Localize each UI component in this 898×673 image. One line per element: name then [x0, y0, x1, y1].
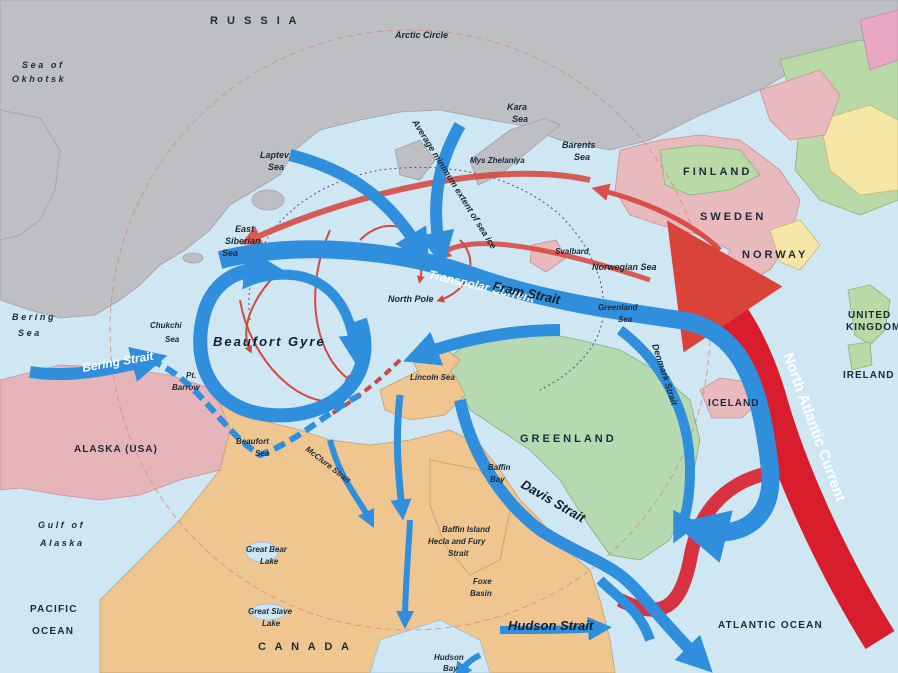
- label-norwegian-sea: Norwegian Sea: [592, 262, 657, 272]
- label-sweden: SWEDEN: [700, 211, 766, 223]
- finland-landmass: [659, 144, 761, 196]
- label-hudson-strait: Hudson Strait: [508, 618, 594, 633]
- label-iceland: ICELAND: [708, 398, 759, 409]
- beaufort-gyre-inner: [248, 269, 369, 365]
- label-arctic-circle: Arctic Circle: [394, 30, 448, 40]
- label-ireland: IRELAND: [843, 370, 894, 381]
- label-norway: NORWAY: [742, 249, 808, 261]
- label-kara-1: Kara: [507, 102, 527, 112]
- davis-strait-current: [454, 398, 713, 673]
- europe-pink-2: [859, 9, 898, 71]
- label-greenland-sea-1: Greenland: [598, 303, 639, 312]
- label-beaufort-gyre: Beaufort Gyre: [213, 334, 326, 349]
- cold-current-kara: [418, 122, 466, 268]
- label-kara-2: Sea: [512, 114, 528, 124]
- label-foxe-basin-1: Foxe: [473, 577, 492, 586]
- label-bering-sea-1: Bering: [12, 312, 56, 322]
- label-pt-barrow-1: Pt.: [186, 371, 196, 380]
- europe-pink: [759, 69, 841, 141]
- europe-yellow: [819, 104, 898, 196]
- label-barents-1: Barents: [562, 140, 596, 150]
- great-bear-lake: [245, 541, 279, 563]
- label-finland: FINLAND: [683, 166, 752, 178]
- label-baffin-island: Baffin Island: [442, 525, 491, 534]
- label-pacific-ocean-2: OCEAN: [32, 626, 74, 637]
- cold-current-archipelago-3: [396, 519, 415, 629]
- label-united-kingdom-2: KINGDOM: [846, 322, 898, 333]
- label-greenland-sea-2: Sea: [618, 315, 633, 324]
- cold-current-archipelago-1: [390, 394, 412, 521]
- label-east-siberian-2: Siberian: [225, 236, 261, 246]
- label-bering-sea-2: Sea: [18, 328, 42, 338]
- label-north-pole: North Pole: [388, 294, 434, 304]
- label-barents-2: Sea: [574, 152, 590, 162]
- new-siberian-islands: [251, 189, 285, 211]
- severnaya-zemlya: [394, 139, 436, 181]
- north-atlantic-current: [666, 220, 895, 650]
- label-atlantic-ocean: ATLANTIC OCEAN: [718, 620, 823, 631]
- label-svalbard: Svalbard: [555, 247, 590, 256]
- label-gulf-of-alaska-1: Gulf of: [38, 520, 85, 530]
- label-hecla-fury-2: Strait: [448, 549, 469, 558]
- label-chukchi-2: Sea: [165, 335, 180, 344]
- label-pt-barrow-2: Barrow: [172, 383, 200, 392]
- bering-strait-current: [29, 346, 168, 382]
- cold-current-lincoln: [403, 324, 561, 366]
- label-laptev-1: Laptev: [260, 150, 290, 160]
- label-great-bear-lake-1: Great Bear: [246, 545, 288, 554]
- label-sea-of-okhotsk-1: Sea of: [22, 60, 65, 70]
- label-hudson-bay-2: Bay: [443, 664, 458, 673]
- label-great-slave-lake-1: Great Slave: [248, 607, 293, 616]
- label-gulf-of-alaska-2: Alaska: [39, 538, 85, 548]
- label-beaufort-sea-1: Beaufort: [236, 437, 269, 446]
- label-mys-zhelaniya: Mys Zhelaniya: [470, 156, 525, 165]
- warm-current-arc-1: [240, 170, 591, 246]
- beaufort-gyre-current: [193, 247, 372, 423]
- kamchatka: [0, 109, 61, 241]
- transpolar-current: [217, 240, 780, 563]
- hudson-bay: [369, 619, 491, 673]
- label-east-siberian-3: Sea: [222, 248, 238, 258]
- label-hudson-bay-1: Hudson: [434, 653, 464, 662]
- hudson-bay-current: [455, 652, 482, 673]
- wrangel-island: [182, 252, 204, 264]
- label-laptev-2: Sea: [268, 162, 284, 172]
- cold-current-laptev: [288, 149, 430, 266]
- cold-current-archipelago-2: [327, 439, 375, 529]
- label-great-slave-lake-2: Lake: [262, 619, 281, 628]
- label-chukchi-1: Chukchi: [150, 321, 182, 330]
- label-foxe-basin-2: Basin: [470, 589, 492, 598]
- label-hecla-fury-1: Hecla and Fury: [428, 537, 486, 546]
- cold-current-greenland-east: [616, 326, 701, 544]
- ireland-landmass: [847, 341, 873, 371]
- label-sea-of-okhotsk-2: Okhotsk: [12, 74, 66, 84]
- label-united-kingdom-1: UNITED: [848, 310, 891, 321]
- label-beaufort-sea-2: Sea: [255, 449, 270, 458]
- label-pacific-ocean-1: PACIFIC: [30, 604, 78, 615]
- russia-landmass: [0, 0, 898, 319]
- united-kingdom-landmass: [847, 284, 891, 346]
- novaya-zemlya: [469, 117, 561, 186]
- label-baffin-bay-2: Bay: [490, 475, 505, 484]
- label-baffin-bay-1: Baffin: [488, 463, 511, 472]
- labrador-current: [596, 576, 655, 642]
- label-canada: C A N A D A: [258, 641, 352, 653]
- label-alaska: ALASKA (USA): [74, 444, 158, 455]
- label-east-siberian-1: East: [235, 224, 255, 234]
- label-russia: R U S S I A: [210, 15, 299, 27]
- label-greenland: GREENLAND: [520, 433, 617, 445]
- label-lincoln-sea: Lincoln Sea: [410, 373, 455, 382]
- bering-dashed-current: [148, 357, 362, 459]
- label-great-bear-lake-2: Lake: [260, 557, 279, 566]
- hudson-strait-current: [499, 616, 612, 641]
- great-slave-lake: [249, 603, 287, 621]
